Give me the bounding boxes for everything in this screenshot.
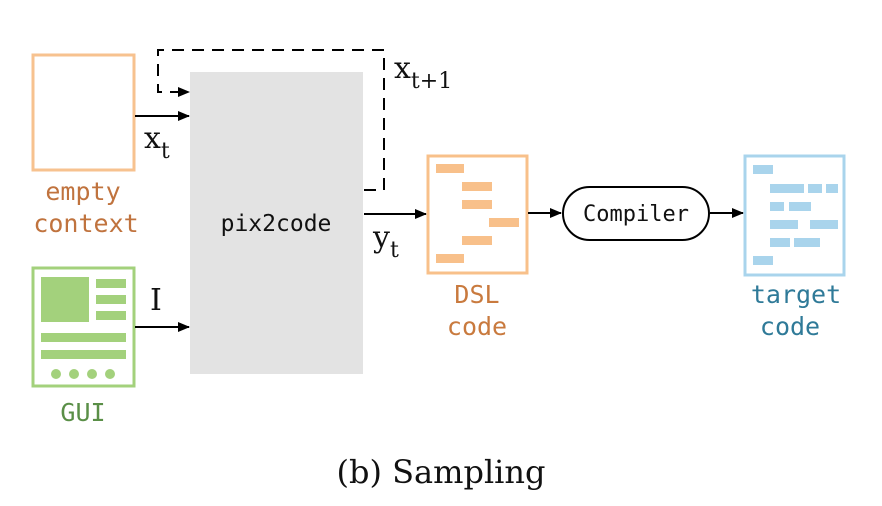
gui-image-block xyxy=(41,277,89,322)
dsl-label-line2: code xyxy=(447,312,507,341)
target-token xyxy=(770,184,804,193)
gui-text-line xyxy=(41,333,126,342)
model-box xyxy=(190,72,363,374)
target-label-line2: code xyxy=(760,312,820,341)
target-token xyxy=(753,165,773,174)
dsl-token xyxy=(462,182,492,191)
dsl-token xyxy=(436,164,464,173)
dsl-token xyxy=(462,236,492,245)
target-token xyxy=(770,220,798,229)
gui-label: GUI xyxy=(60,398,105,427)
target-token xyxy=(826,184,838,193)
gui-dot xyxy=(51,369,61,379)
gui-text-line xyxy=(41,350,126,359)
gui-text-line xyxy=(96,295,126,304)
dsl-code-box xyxy=(426,154,529,275)
model-label: pix2code xyxy=(221,211,332,237)
dsl-token xyxy=(462,200,492,209)
x-t1-label: xt+1 xyxy=(394,51,452,94)
gui-box xyxy=(31,266,136,388)
y-t-label: yt xyxy=(372,220,399,263)
dsl-token xyxy=(489,218,519,227)
target-token xyxy=(808,184,822,193)
target-label-line1: target xyxy=(751,280,841,309)
target-token xyxy=(770,202,784,211)
empty-context-label-line2: context xyxy=(33,209,138,238)
figure-caption: (b) Sampling xyxy=(336,453,545,491)
compiler-label: Compiler xyxy=(583,202,689,227)
x-t-label: xt xyxy=(144,121,170,164)
gui-dot xyxy=(105,369,115,379)
dsl-label-line1: DSL xyxy=(454,280,499,309)
dsl-token xyxy=(436,254,464,263)
compiler-node xyxy=(562,186,710,241)
gui-dot xyxy=(87,369,97,379)
gui-text-line xyxy=(96,311,126,320)
target-token xyxy=(770,238,790,247)
input-i-label: I xyxy=(150,283,162,318)
empty-context-label-line1: empty xyxy=(45,177,120,206)
target-code-box xyxy=(743,154,846,277)
target-token xyxy=(753,256,773,265)
target-token xyxy=(810,220,838,229)
target-token xyxy=(794,238,820,247)
gui-text-line xyxy=(96,279,126,288)
empty-context-box xyxy=(31,53,136,172)
target-token xyxy=(789,202,811,211)
gui-dot xyxy=(69,369,79,379)
